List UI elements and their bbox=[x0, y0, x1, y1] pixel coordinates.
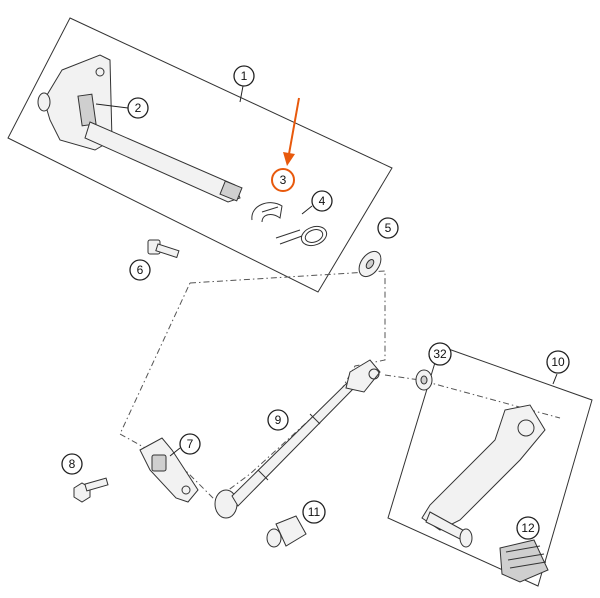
shift-shaft-part bbox=[37, 54, 243, 203]
svg-text:32: 32 bbox=[433, 347, 447, 361]
highlight-arrow-line bbox=[288, 97, 300, 155]
lever-clamp-part bbox=[139, 437, 199, 503]
svg-text:10: 10 bbox=[551, 355, 565, 369]
washer-part-32 bbox=[415, 369, 433, 391]
washer-part bbox=[358, 250, 382, 278]
callout-1: 1 bbox=[233, 65, 255, 87]
svg-text:1: 1 bbox=[241, 69, 248, 83]
leader-line-2 bbox=[95, 103, 129, 109]
callout-4: 4 bbox=[311, 190, 333, 212]
svg-text:12: 12 bbox=[521, 521, 535, 535]
callout-5: 5 bbox=[377, 217, 399, 239]
shift-lever-part bbox=[421, 404, 546, 548]
svg-text:9: 9 bbox=[275, 413, 282, 427]
bolt-part-8 bbox=[73, 477, 109, 503]
callout-10: 10 bbox=[546, 350, 570, 374]
leader-line-4 bbox=[301, 205, 313, 215]
svg-text:8: 8 bbox=[69, 457, 76, 471]
svg-text:7: 7 bbox=[187, 437, 194, 451]
bolt-part-6 bbox=[147, 239, 180, 259]
leader-line-7 bbox=[169, 447, 181, 457]
svg-text:4: 4 bbox=[319, 194, 326, 208]
svg-text:11: 11 bbox=[308, 505, 321, 519]
highlight-arrow-head bbox=[283, 152, 295, 166]
clip-part bbox=[251, 202, 283, 223]
leader-line-10 bbox=[552, 373, 558, 385]
svg-text:3: 3 bbox=[280, 173, 287, 187]
foot-peg-rubber-part bbox=[499, 539, 549, 583]
svg-text:6: 6 bbox=[137, 263, 144, 277]
callout-9: 9 bbox=[267, 409, 289, 431]
leader-line-1 bbox=[239, 85, 244, 103]
callout-11: 11 bbox=[302, 500, 326, 524]
shift-lever-group-frame bbox=[387, 345, 593, 587]
callout-12: 12 bbox=[516, 516, 540, 540]
callout-32: 32 bbox=[428, 342, 452, 366]
svg-text:5: 5 bbox=[385, 221, 392, 235]
spring-part bbox=[275, 225, 328, 247]
callout-6: 6 bbox=[129, 259, 151, 281]
callout-3-highlighted: 3 bbox=[271, 168, 295, 192]
callout-7: 7 bbox=[179, 433, 201, 455]
callout-8: 8 bbox=[61, 453, 83, 475]
callout-2: 2 bbox=[127, 97, 149, 119]
shift-shaft-group-frame bbox=[7, 17, 393, 293]
bushing-part bbox=[266, 515, 307, 548]
shift-rod-part bbox=[214, 359, 381, 519]
svg-text:2: 2 bbox=[135, 101, 142, 115]
